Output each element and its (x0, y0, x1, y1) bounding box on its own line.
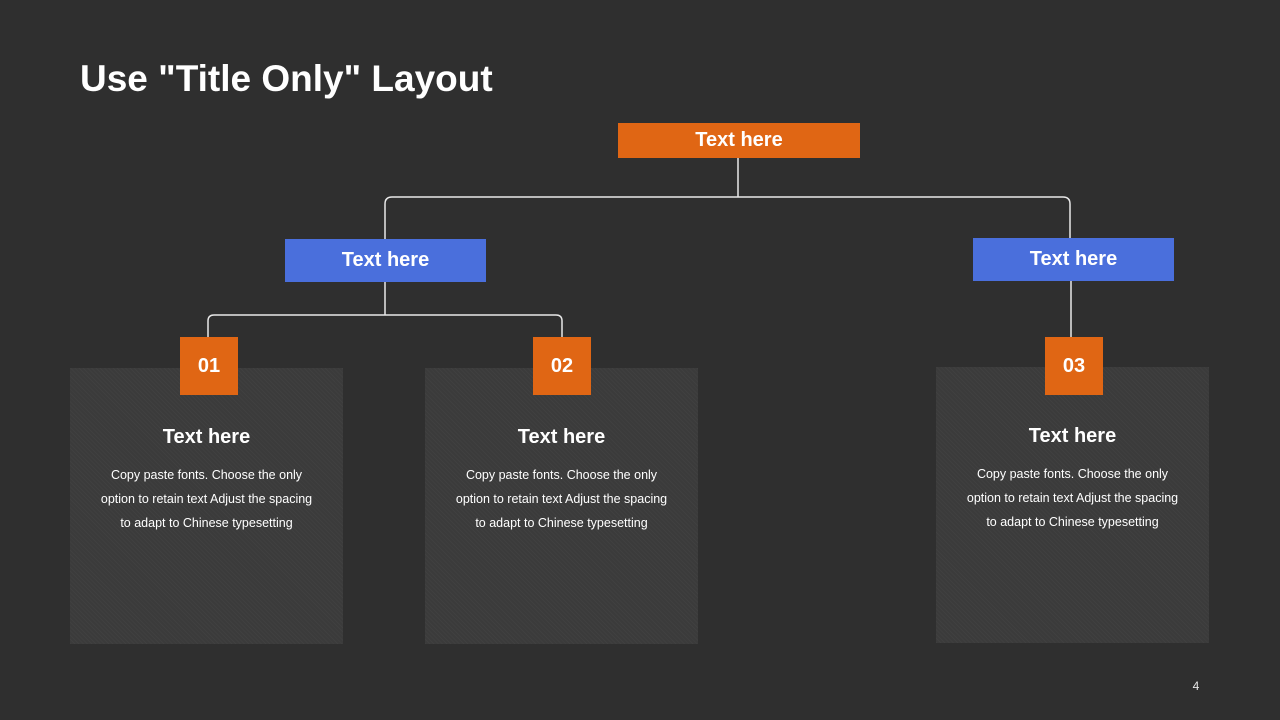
leaf-card-02: Text here Copy paste fonts. Choose the o… (425, 368, 698, 644)
number-badge-01: 01 (180, 337, 238, 395)
branch-node-right[interactable]: Text here (973, 238, 1174, 281)
number-badge-02: 02 (533, 337, 591, 395)
card-body: Copy paste fonts. Choose the only option… (100, 468, 313, 530)
connector-left-bar (207, 314, 563, 337)
branch-node-label: Text here (1029, 248, 1118, 270)
branch-node-label: Text here (341, 249, 430, 271)
leaf-card-03: Text here Copy paste fonts. Choose the o… (936, 367, 1209, 643)
card-title: Text here (162, 426, 251, 448)
page-number: 4 (1192, 679, 1200, 693)
root-node-label: Text here (695, 129, 783, 151)
card-body: Copy paste fonts. Choose the only option… (966, 467, 1179, 529)
number-badge-03: 03 (1045, 337, 1103, 395)
card-title: Text here (1028, 425, 1117, 447)
slide-title: Use "Title Only" Layout (80, 58, 493, 99)
branch-node-left[interactable]: Text here (285, 239, 486, 282)
card-body: Copy paste fonts. Choose the only option… (455, 468, 668, 530)
leaf-card-01: Text here Copy paste fonts. Choose the o… (70, 368, 343, 644)
card-title: Text here (517, 426, 606, 448)
connector-top-bar (384, 196, 1071, 239)
root-node[interactable]: Text here (618, 123, 860, 158)
